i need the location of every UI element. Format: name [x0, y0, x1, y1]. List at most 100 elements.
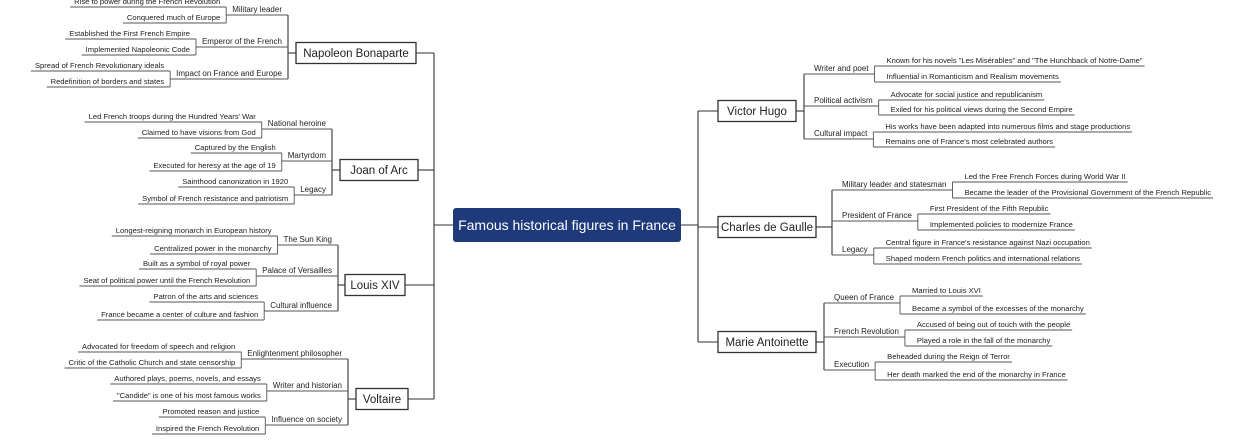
subtopic-influence-on-society[interactable]: Influence on society [271, 415, 342, 424]
leaf-item: Conquered much of Europe [127, 13, 220, 22]
topic-victor-hugo[interactable]: Victor Hugo [717, 99, 797, 123]
leaf-label: Implemented Napoleonic Code [86, 45, 190, 54]
leaf-item: Rise to power during the French Revoluti… [74, 0, 220, 6]
leaf-item: Centralized power in the monarchy [154, 244, 272, 253]
subtopic-military-leader-and-statesman[interactable]: Military leader and statesman [842, 180, 947, 189]
topic-charles-de-gaulle[interactable]: Charles de Gaulle [717, 215, 817, 239]
leaf-item: Executed for heresy at the age of 19 [153, 161, 275, 170]
subtopic-label: Impact on France and Europe [176, 69, 282, 78]
subtopic-queen-of-france[interactable]: Queen of France [834, 293, 895, 302]
connector-lines [30, 6, 1213, 435]
nodes: Famous historical figures in France Napol… [35, 0, 1211, 433]
subtopic-enlightenment-philosopher[interactable]: Enlightenment philosopher [247, 349, 342, 358]
leaf-label: Longest-reigning monarch in European his… [116, 226, 272, 235]
leaf-item: Shaped modern French politics and intern… [886, 254, 1080, 263]
subtopic-label: Execution [834, 360, 869, 369]
leaf-item: Claimed to have visions from God [142, 128, 256, 137]
leaf-label: Exiled for his political views during th… [891, 105, 1073, 114]
leaf-label: Claimed to have visions from God [142, 128, 256, 137]
subtopic-legacy[interactable]: Legacy [842, 245, 868, 254]
leaf-item: Played a role in the fall of the monarch… [917, 336, 1051, 345]
subtopic-cultural-impact[interactable]: Cultural impact [814, 129, 868, 138]
leaf-item: Advocate for social justice and republic… [891, 90, 1043, 99]
subtopic-cultural-influence[interactable]: Cultural influence [270, 301, 332, 310]
subtopic-martyrdom[interactable]: Martyrdom [288, 151, 327, 160]
leaf-label: Executed for heresy at the age of 19 [153, 161, 275, 170]
leaf-item: Married to Louis XVI [912, 286, 981, 295]
subtopic-label: Queen of France [834, 293, 895, 302]
leaf-label: Critic of the Catholic Church and state … [69, 358, 236, 367]
leaf-label: Beheaded during the Reign of Terror [887, 352, 1010, 361]
topic-label: Voltaire [363, 394, 401, 406]
leaf-label: Patron of the arts and sciences [154, 292, 259, 301]
topic-label: Napoleon Bonaparte [303, 48, 409, 60]
subtopic-writer-and-poet[interactable]: Writer and poet [814, 64, 869, 73]
subtopic-emperor-of-the-french[interactable]: Emperor of the French [202, 37, 282, 46]
topic-box [295, 41, 417, 65]
leaf-item: Critic of the Catholic Church and state … [69, 358, 236, 367]
subtopic-label: Influence on society [271, 415, 342, 424]
topic-voltaire[interactable]: Voltaire [355, 387, 409, 411]
topic-box [717, 215, 817, 239]
leaf-item: Symbol of French resistance and patrioti… [142, 194, 288, 203]
leaf-label: Redefinition of borders and states [51, 77, 165, 86]
leaf-item: Patron of the arts and sciences [154, 292, 259, 301]
leaf-label: Became a symbol of the excesses of the m… [912, 304, 1084, 313]
topic-label: Charles de Gaulle [721, 222, 813, 234]
subtopic-military-leader[interactable]: Military leader [232, 5, 282, 14]
leaf-item: Became a symbol of the excesses of the m… [912, 304, 1084, 313]
leaf-item: Captured by the English [195, 143, 276, 152]
subtopic-label: Military leader and statesman [842, 180, 947, 189]
subtopic-the-sun-king[interactable]: The Sun King [284, 235, 332, 244]
topic-box [717, 330, 817, 354]
leaf-label: Built as a symbol of royal power [143, 259, 251, 268]
central-topic[interactable]: Famous historical figures in France [453, 208, 681, 242]
leaf-item: Accused of being out of touch with the p… [917, 320, 1070, 329]
subtopic-palace-of-versailles[interactable]: Palace of Versailles [262, 266, 332, 275]
topic-marie-antoinette[interactable]: Marie Antoinette [717, 330, 817, 354]
topic-joan-of-arc[interactable]: Joan of Arc [339, 158, 419, 182]
leaf-label: Known for his novels "Les Misérables" an… [887, 56, 1143, 65]
leaf-label: Authored plays, poems, novels, and essay… [114, 374, 261, 383]
subtopic-label: Martyrdom [288, 151, 327, 160]
subtopic-label: Palace of Versailles [262, 266, 332, 275]
leaf-label: First President of the Fifth Republic [930, 204, 1049, 213]
leaf-label: Promoted reason and justice [163, 407, 260, 416]
leaf-item: Built as a symbol of royal power [143, 259, 251, 268]
leaf-item: Known for his novels "Les Misérables" an… [887, 56, 1143, 65]
subtopic-writer-and-historian[interactable]: Writer and historian [273, 381, 342, 390]
subtopic-president-of-france[interactable]: President of France [842, 211, 912, 220]
leaf-label: Led French troops during the Hundred Yea… [89, 112, 257, 121]
leaf-label: Implemented policies to modernize France [930, 220, 1073, 229]
leaf-label: Played a role in the fall of the monarch… [917, 336, 1051, 345]
subtopic-legacy[interactable]: Legacy [300, 185, 326, 194]
topic-box [355, 387, 409, 411]
subtopic-french-revolution[interactable]: French Revolution [834, 327, 899, 336]
leaf-label: Shaped modern French politics and intern… [886, 254, 1080, 263]
leaf-label: Influential in Romanticism and Realism m… [887, 72, 1059, 81]
leaf-item: Established the First French Empire [69, 29, 190, 38]
leaf-item: Influential in Romanticism and Realism m… [887, 72, 1059, 81]
subtopic-label: Political activism [814, 96, 873, 105]
leaf-label: Her death marked the end of the monarchy… [887, 370, 1066, 379]
leaf-label: Seat of political power until the French… [83, 276, 250, 285]
leaf-item: "Candide" is one of his most famous work… [117, 391, 261, 400]
central-topic-label: Famous historical figures in France [458, 217, 676, 233]
topic-label: Joan of Arc [350, 165, 408, 177]
leaf-label: Centralized power in the monarchy [154, 244, 272, 253]
subtopic-label: President of France [842, 211, 912, 220]
subtopic-execution[interactable]: Execution [834, 360, 869, 369]
subtopic-label: Enlightenment philosopher [247, 349, 342, 358]
leaf-item: Remains one of France's most celebrated … [885, 137, 1053, 146]
leaf-item: Central figure in France's resistance ag… [886, 238, 1090, 247]
topic-louis-xiv[interactable]: Louis XIV [344, 273, 406, 297]
leaf-item: Authored plays, poems, novels, and essay… [114, 374, 261, 383]
subtopic-impact-on-france-and-europe[interactable]: Impact on France and Europe [176, 69, 282, 78]
leaf-label: Symbol of French resistance and patrioti… [142, 194, 288, 203]
leaf-item: His works have been adapted into numerou… [885, 122, 1130, 131]
subtopic-label: Cultural influence [270, 301, 332, 310]
topic-napoleon-bonaparte[interactable]: Napoleon Bonaparte [295, 41, 417, 65]
leaf-label: Established the First French Empire [69, 29, 190, 38]
subtopic-national-heroine[interactable]: National heroine [268, 119, 327, 128]
subtopic-political-activism[interactable]: Political activism [814, 96, 873, 105]
